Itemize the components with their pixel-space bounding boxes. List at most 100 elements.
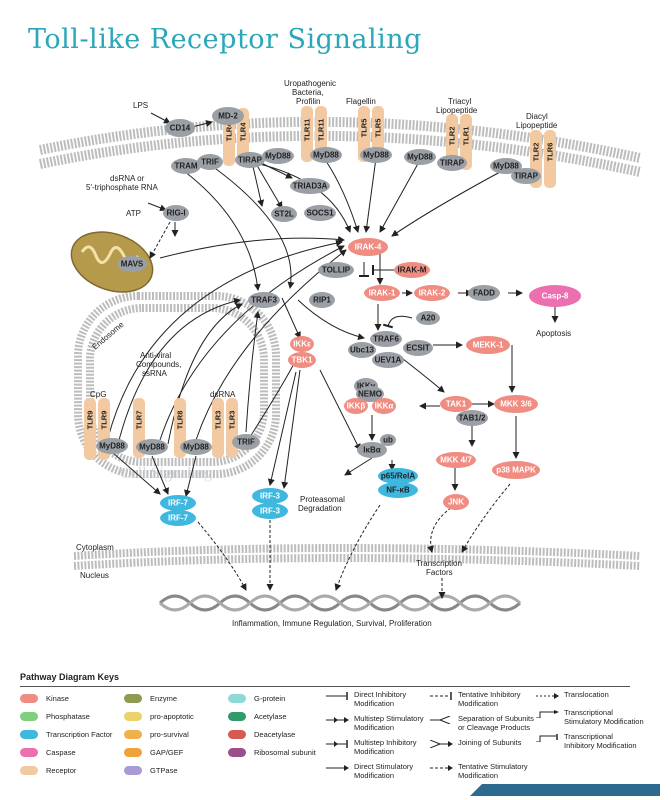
- svg-text:MyD88: MyD88: [139, 443, 165, 452]
- svg-text:IRF-7: IRF-7: [168, 514, 189, 523]
- node-ub: [380, 434, 396, 446]
- node-irak1: [364, 285, 400, 301]
- svg-text:TIRAP: TIRAP: [440, 159, 465, 168]
- svg-text:TRAF3: TRAF3: [251, 296, 277, 305]
- svg-text:MD-2: MD-2: [218, 112, 238, 121]
- page-title: Toll-like Receptor Signaling: [28, 24, 422, 55]
- receptor-tlr6: [544, 130, 556, 188]
- key-direct-stimulatory: Direct Stimulatory Modification: [326, 762, 436, 784]
- svg-text:ST2L: ST2L: [274, 210, 294, 219]
- svg-text:SOCS1: SOCS1: [306, 209, 334, 218]
- svg-text:TRIF: TRIF: [237, 438, 255, 447]
- key-joining-of-subunits: Joining of Subunits: [430, 738, 540, 760]
- svg-text:MAVS: MAVS: [121, 260, 144, 269]
- svg-text:p38 MAPK: p38 MAPK: [496, 466, 536, 475]
- svg-text:TLR9: TLR9: [86, 411, 95, 430]
- svg-text:MyD88: MyD88: [363, 151, 389, 160]
- pathway-arrows: [107, 112, 559, 497]
- node-tirap-2: [437, 155, 467, 171]
- svg-text:TLR4: TLR4: [225, 122, 234, 142]
- svg-text:TLR2: TLR2: [532, 143, 541, 162]
- svg-text:IKKα: IKKα: [375, 402, 394, 411]
- key-multistep-stimulatory: Multistep Stimulatory Modification: [326, 714, 436, 736]
- svg-text:MyD88: MyD88: [313, 151, 339, 160]
- svg-text:IRF-3: IRF-3: [260, 492, 281, 501]
- key-transcriptional-inhibitory: Transcriptional Inhibitory Modification: [536, 732, 646, 754]
- flagellin-label: Flagellin: [346, 97, 376, 106]
- dna-helix: [158, 594, 522, 612]
- triacyl-lipopeptide-label: Lipopeptide: [436, 106, 478, 115]
- proteasomal-label-1: Proteasomal: [300, 495, 345, 504]
- node-myd88-e2: [136, 439, 168, 455]
- inhibit-bar-icon: [326, 692, 348, 700]
- node-myd88-5: [490, 158, 522, 174]
- pathway-diagram-keys: Pathway Diagram Keys Kinase Phosphatase …: [20, 672, 652, 792]
- node-tollip: [318, 262, 354, 278]
- svg-text:TLR2: TLR2: [448, 127, 457, 146]
- svg-text:TOLLIP: TOLLIP: [322, 266, 351, 275]
- svg-text:IRF-7: IRF-7: [168, 499, 189, 508]
- node-irf7a: [160, 495, 196, 511]
- node-triad3a: [290, 178, 330, 194]
- apoptosis-label: Apoptosis: [536, 329, 571, 338]
- multistep-inhibit-icon: [326, 740, 348, 748]
- svg-text:TRAF6: TRAF6: [373, 335, 399, 344]
- arrow-icon: [326, 765, 349, 771]
- svg-text:TRAM: TRAM: [174, 162, 197, 171]
- node-mkk47: [436, 452, 476, 468]
- svg-text:FADD: FADD: [473, 289, 495, 298]
- nucleus-label: Nucleus: [80, 571, 109, 580]
- node-tbk1: [288, 352, 316, 368]
- node-nfkb: [378, 482, 418, 498]
- svg-text:MyD88: MyD88: [265, 152, 291, 161]
- node-ikba: [357, 442, 387, 458]
- watermark-text: Cell Signaling: [120, 465, 212, 482]
- node-traf3: [248, 292, 280, 308]
- node-trif: [197, 154, 223, 170]
- receptor-tlr5a: [358, 106, 370, 162]
- node-irf3a: [252, 488, 288, 504]
- node-rip1: [309, 292, 335, 308]
- node-mavs: [117, 256, 147, 272]
- transcription-factor-nodes: IRF-7 IRF-7 IRF-3 IRF-3 p65/RelA NF-κB: [160, 468, 418, 526]
- cytoplasm-label: Cytoplasm: [76, 543, 114, 552]
- endosome-membrane: [74, 292, 280, 478]
- svg-text:IKKε: IKKε: [293, 340, 311, 349]
- node-st2l: [271, 206, 297, 222]
- receptor-tlr4b: [237, 108, 249, 166]
- node-ikka: [372, 398, 396, 414]
- svg-text:RIP1: RIP1: [313, 296, 331, 305]
- node-ecsit: [403, 340, 433, 356]
- svg-text:RIG-I: RIG-I: [166, 209, 185, 218]
- proteasomal-label-2: Degradation: [298, 504, 342, 513]
- node-md2: [212, 107, 244, 125]
- svg-text:IKKγ: IKKγ: [357, 382, 376, 391]
- svg-text:A20: A20: [421, 314, 436, 323]
- svg-text:IRAK-1: IRAK-1: [369, 289, 396, 298]
- svg-text:TLR9: TLR9: [100, 411, 109, 430]
- svg-text:MyD88: MyD88: [99, 442, 125, 451]
- node-irak-m: [394, 262, 430, 278]
- receptor-tlr11a: [301, 106, 313, 162]
- svg-text:Casp-8: Casp-8: [542, 292, 569, 301]
- key-tentative-stimulatory: Tentative Stimulatory Modification: [430, 762, 540, 784]
- svg-text:JNK: JNK: [448, 498, 464, 507]
- svg-text:MyD88: MyD88: [407, 153, 433, 162]
- antiviral-label-1: Anti-viral: [140, 351, 171, 360]
- atp-label: ATP: [126, 209, 141, 218]
- antiviral-label-2: Compounds,: [136, 360, 181, 369]
- svg-text:TLR5: TLR5: [360, 119, 369, 138]
- svg-text:CD14: CD14: [170, 124, 191, 133]
- svg-text:MEKK-1: MEKK-1: [473, 341, 504, 350]
- node-trif-e: [232, 434, 260, 450]
- svg-text:IRAK-M: IRAK-M: [398, 266, 427, 275]
- node-myd88-e1: [96, 438, 128, 454]
- diacyl-lipopeptide-label: Lipopeptide: [516, 121, 558, 130]
- svg-text:TRIF: TRIF: [201, 158, 219, 167]
- node-socs1: [304, 205, 336, 221]
- receptor-tlr3a: [212, 398, 224, 458]
- svg-text:TAK1: TAK1: [446, 400, 467, 409]
- keys-divider: [20, 686, 630, 687]
- svg-text:TLR5: TLR5: [374, 119, 383, 138]
- svg-text:ub: ub: [383, 436, 393, 445]
